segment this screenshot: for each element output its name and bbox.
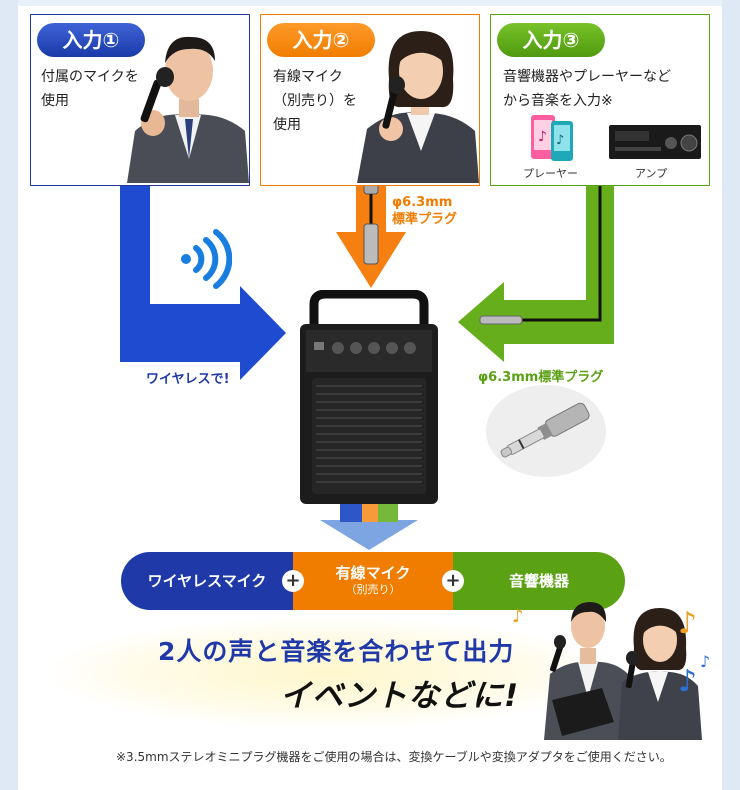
music-player-icon: ♪ ♪ [531, 115, 573, 161]
presenters-photo [544, 602, 702, 740]
plus-icon-2: + [442, 570, 464, 592]
input-2-line-2: （別売り）を [273, 93, 357, 109]
summary-wireless: ワイヤレスマイク [121, 552, 293, 610]
input-3-line-1: 音響機器やプレーヤーなど [503, 69, 671, 85]
plug-closeup-photo [486, 385, 606, 477]
svg-text:♪: ♪ [556, 133, 564, 148]
wireless-callout: ワイヤレスで! [146, 372, 230, 387]
amplifier-icon [609, 125, 701, 159]
man-with-microphone-photo [127, 36, 249, 183]
headline-line-1: 2人の声と音楽を合わせて出力 [158, 637, 515, 666]
input-2-line-3: 使用 [273, 117, 301, 133]
input-1-text: 付属のマイクを 使用 [41, 65, 161, 113]
summary-wired: 有線マイク （別売り） [293, 552, 453, 610]
orange-plug-callout: φ6.3mm 標準プラグ [392, 194, 457, 228]
orange-plug-callout-line-2: 標準プラグ [392, 212, 458, 227]
music-note-icon: ♪ [678, 664, 698, 699]
woman-with-microphone-photo [357, 31, 479, 183]
summary-audio: 音響機器 [453, 552, 625, 610]
input-1-line-2: 使用 [41, 93, 69, 109]
green-cable [518, 160, 602, 322]
green-plug-callout: φ6.3mm標準プラグ [478, 370, 604, 385]
input-2-text: 有線マイク （別売り）を 使用 [273, 65, 393, 137]
input-box-1: 入力① 付属のマイクを 使用 [30, 14, 250, 186]
headline-line-2: イベントなどに! [280, 678, 520, 714]
summary-wired-sub: （別売り） [345, 583, 401, 596]
orange-plug-callout-line-1: φ6.3mm [392, 195, 453, 210]
wireless-waves-icon [181, 229, 232, 289]
music-note-icon: ♪ [512, 606, 524, 627]
input-box-3: 入力③ 音響機器やプレーヤーなど から音楽を入力※ ♪ ♪ プレーヤー アンプ [490, 14, 710, 186]
input-2-label: 入力② [267, 23, 375, 57]
blue-flow-arrow [120, 184, 286, 380]
portable-speaker-photo [300, 290, 438, 504]
input-3-text: 音響機器やプレーヤーなど から音楽を入力※ [503, 65, 703, 113]
page: 入力① 付属のマイクを 使用 入力② 有線マイク （別売り）を 使用 [18, 0, 722, 790]
headline-glow [48, 618, 608, 728]
flow-arrows [120, 149, 614, 550]
input-box-2: 入力② 有線マイク （別売り）を 使用 [260, 14, 480, 186]
music-note-icon: ♪ [700, 652, 711, 671]
plus-icon-1: + [282, 570, 304, 592]
footnote: ※3.5mmステレオミニプラグ機器をご使用の場合は、変換ケーブルや変換アダプタを… [116, 750, 672, 764]
summary-bar: ワイヤレスマイク 有線マイク （別売り） 音響機器 + + [121, 552, 625, 610]
orange-plug-bottom [363, 223, 379, 265]
green-plug [479, 315, 523, 325]
input-3-label: 入力③ [497, 23, 605, 57]
amp-label: アンプ [635, 167, 668, 180]
green-flow-arrow [458, 184, 614, 362]
input-2-line-1: 有線マイク [273, 69, 343, 85]
svg-text:♪: ♪ [538, 129, 547, 145]
input-3-line-2: から音楽を入力※ [503, 93, 613, 109]
input-1-line-1: 付属のマイクを [41, 69, 139, 85]
music-note-icon: ♪ [678, 606, 698, 641]
player-label: プレーヤー [523, 167, 578, 180]
summary-wired-main: 有線マイク [335, 564, 411, 582]
input-1-label: 入力① [37, 23, 145, 57]
